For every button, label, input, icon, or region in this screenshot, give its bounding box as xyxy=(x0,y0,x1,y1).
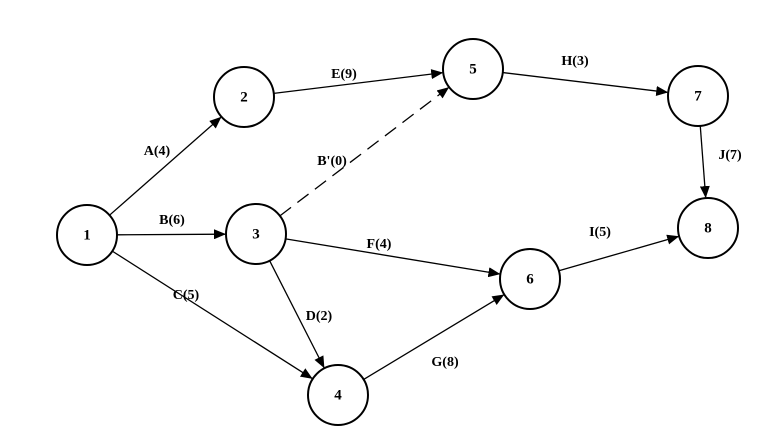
node-3: 3 xyxy=(225,203,287,265)
edge-label-a: A(4) xyxy=(144,144,171,159)
edge-arrow-e xyxy=(273,69,444,95)
edge-label-b: B(6) xyxy=(159,213,185,228)
node-circle-1 xyxy=(56,204,118,266)
node-label-2: 2 xyxy=(240,89,248,105)
edge-arrow-j xyxy=(699,125,710,199)
edge-arrow-c xyxy=(111,250,313,379)
edges-layer: A(4) B(6) C(5) E(9) B'(0) F(4) D(2) G(8) H(3) I(5… xyxy=(109,54,742,381)
edge-arrow-b-prime xyxy=(279,87,450,217)
edge-label-f: F(4) xyxy=(367,237,392,252)
node-circle-5 xyxy=(442,38,504,100)
edge-label-d: D(2) xyxy=(306,309,333,324)
edge-arrow-a xyxy=(109,116,222,216)
node-7: 7 xyxy=(667,65,729,127)
edge-arrow-d xyxy=(269,260,325,369)
node-circle-7 xyxy=(667,65,729,127)
edge-arrow-g xyxy=(363,294,505,381)
node-circle-3 xyxy=(225,203,287,265)
node-circle-6 xyxy=(499,248,561,310)
node-5: 5 xyxy=(442,38,504,100)
edge-arrow-b xyxy=(116,229,227,240)
edge-label-g: G(8) xyxy=(431,355,459,370)
edge-label-j: J(7) xyxy=(718,148,742,163)
node-4: 4 xyxy=(307,364,369,426)
node-label-5: 5 xyxy=(469,61,477,77)
node-label-8: 8 xyxy=(704,220,712,236)
edge-arrow-i xyxy=(558,234,680,272)
node-6: 6 xyxy=(499,248,561,310)
node-label-3: 3 xyxy=(252,226,260,242)
node-circle-4 xyxy=(307,364,369,426)
node-2: 2 xyxy=(213,66,275,128)
node-label-6: 6 xyxy=(526,271,534,287)
node-circle-2 xyxy=(213,66,275,128)
edge-arrow-f xyxy=(285,238,501,278)
edge-label-b-prime: B'(0) xyxy=(317,154,347,169)
node-circle-8 xyxy=(677,197,739,259)
node-8: 8 xyxy=(677,197,739,259)
edge-label-i: I(5) xyxy=(589,225,611,240)
nodes-layer: 1 2 3 4 5 6 7 8 xyxy=(56,38,739,426)
edge-label-c: C(5) xyxy=(173,288,200,303)
node-1: 1 xyxy=(56,204,118,266)
edge-label-h: H(3) xyxy=(561,54,589,69)
node-label-1: 1 xyxy=(83,227,91,243)
node-label-4: 4 xyxy=(334,387,342,403)
edge-label-e: E(9) xyxy=(331,67,357,82)
edge-arrow-h xyxy=(502,71,669,96)
node-label-7: 7 xyxy=(694,88,702,104)
